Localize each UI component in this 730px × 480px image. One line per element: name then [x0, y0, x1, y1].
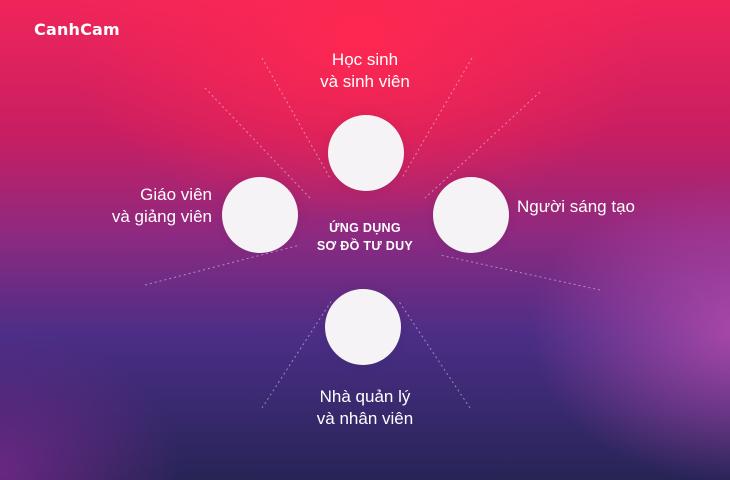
connector-line	[401, 57, 473, 179]
center-title-line1: ỨNG DỤNG	[329, 221, 401, 235]
node-label-top-line1: Học sinh	[331, 50, 399, 69]
connector-line	[439, 254, 601, 291]
node-label-right-line1: Người sáng tạo	[517, 197, 635, 216]
center-title: ỨNG DỤNG SƠ ĐỒ TƯ DUY	[285, 219, 445, 255]
connector-line	[204, 87, 311, 199]
node-label-right: Người sáng tạo	[517, 196, 635, 218]
node-label-left-line2: và giảng viên	[111, 207, 212, 226]
node-circle-top	[328, 115, 404, 191]
center-title-line2: SƠ ĐỒ TƯ DUY	[316, 239, 414, 253]
node-circle-bottom	[325, 289, 401, 365]
node-circle-left	[222, 177, 298, 253]
connector-line	[144, 244, 301, 286]
node-label-top-line2: và sinh viên	[320, 72, 410, 91]
node-label-left-line1: Giáo viên	[140, 185, 212, 204]
node-label-top: Học sinh và sinh viên	[290, 49, 440, 93]
node-label-left: Giáo viên và giảng viên	[72, 184, 212, 228]
node-circle-right	[433, 177, 509, 253]
node-label-bottom: Nhà quản lý và nhân viên	[290, 386, 440, 430]
connector-line	[397, 299, 471, 409]
connector-line	[424, 91, 541, 199]
brand-logo: CanhCam	[34, 20, 120, 39]
connector-line	[261, 299, 333, 409]
node-label-bottom-line1: Nhà quản lý	[319, 387, 411, 406]
node-label-bottom-line2: và nhân viên	[316, 409, 414, 428]
